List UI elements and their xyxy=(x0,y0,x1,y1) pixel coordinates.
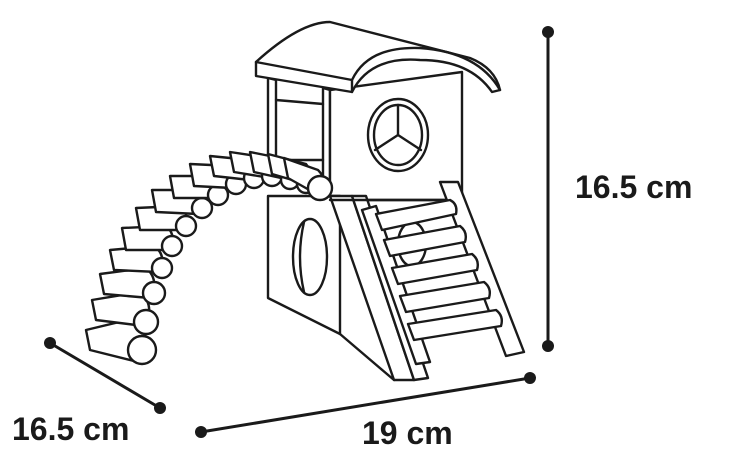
depth-dimension-end-dot xyxy=(154,402,166,414)
roof xyxy=(254,20,502,94)
upper-cabin xyxy=(266,70,464,202)
width-dimension-end-dot xyxy=(524,372,536,384)
ladder-stairs xyxy=(360,180,526,366)
height-dimension: 16.5 cm xyxy=(542,26,692,352)
height-dimension-label: 16.5 cm xyxy=(575,169,692,205)
height-dimension-bottom-dot xyxy=(542,340,554,352)
log-bridge xyxy=(84,150,334,366)
hamster-playhouse-icon xyxy=(84,20,526,382)
width-dimension: 19 cm xyxy=(195,372,536,451)
height-dimension-top-dot xyxy=(542,26,554,38)
width-dimension-line xyxy=(199,376,532,434)
width-dimension-start-dot xyxy=(195,426,207,438)
depth-dimension-label: 16.5 cm xyxy=(12,411,129,447)
depth-dimension: 16.5 cm xyxy=(12,337,166,447)
depth-dimension-line xyxy=(48,341,162,410)
lower-base xyxy=(266,194,464,382)
depth-dimension-start-dot xyxy=(44,337,56,349)
width-dimension-label: 19 cm xyxy=(362,415,453,451)
